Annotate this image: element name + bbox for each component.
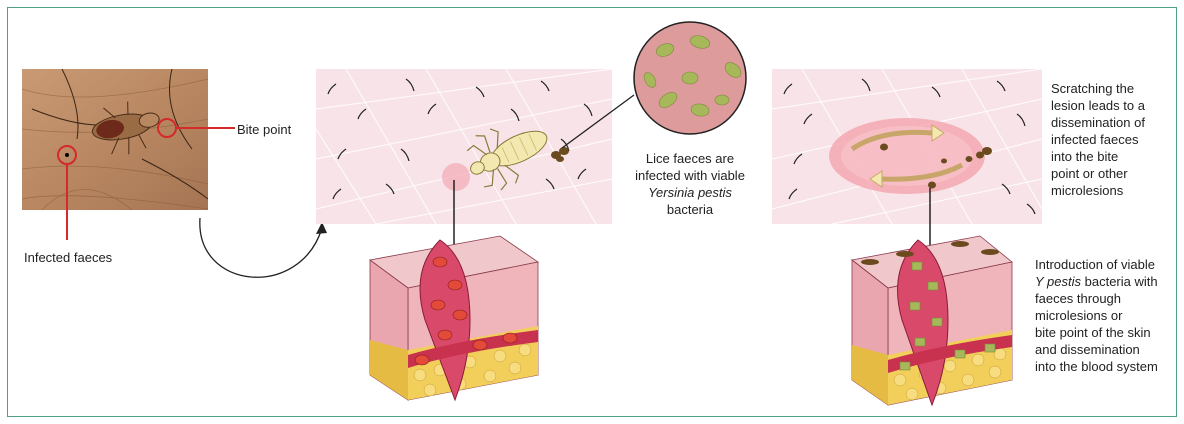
caption-line: faeces through — [1035, 290, 1180, 307]
caption-line: and dissemination — [1035, 341, 1180, 358]
caption-species: Y pestis — [1035, 274, 1081, 289]
caption-line: bite point of the skin — [1035, 324, 1180, 341]
introduction-caption: Introduction of viable Y pestis bacteria… — [1035, 256, 1180, 375]
caption-text: bacteria with — [1081, 274, 1158, 289]
caption-line: Introduction of viable — [1035, 256, 1180, 273]
caption-line: Y pestis bacteria with — [1035, 273, 1180, 290]
caption-line: microlesions or — [1035, 307, 1180, 324]
caption-line: into the blood system — [1035, 358, 1180, 375]
